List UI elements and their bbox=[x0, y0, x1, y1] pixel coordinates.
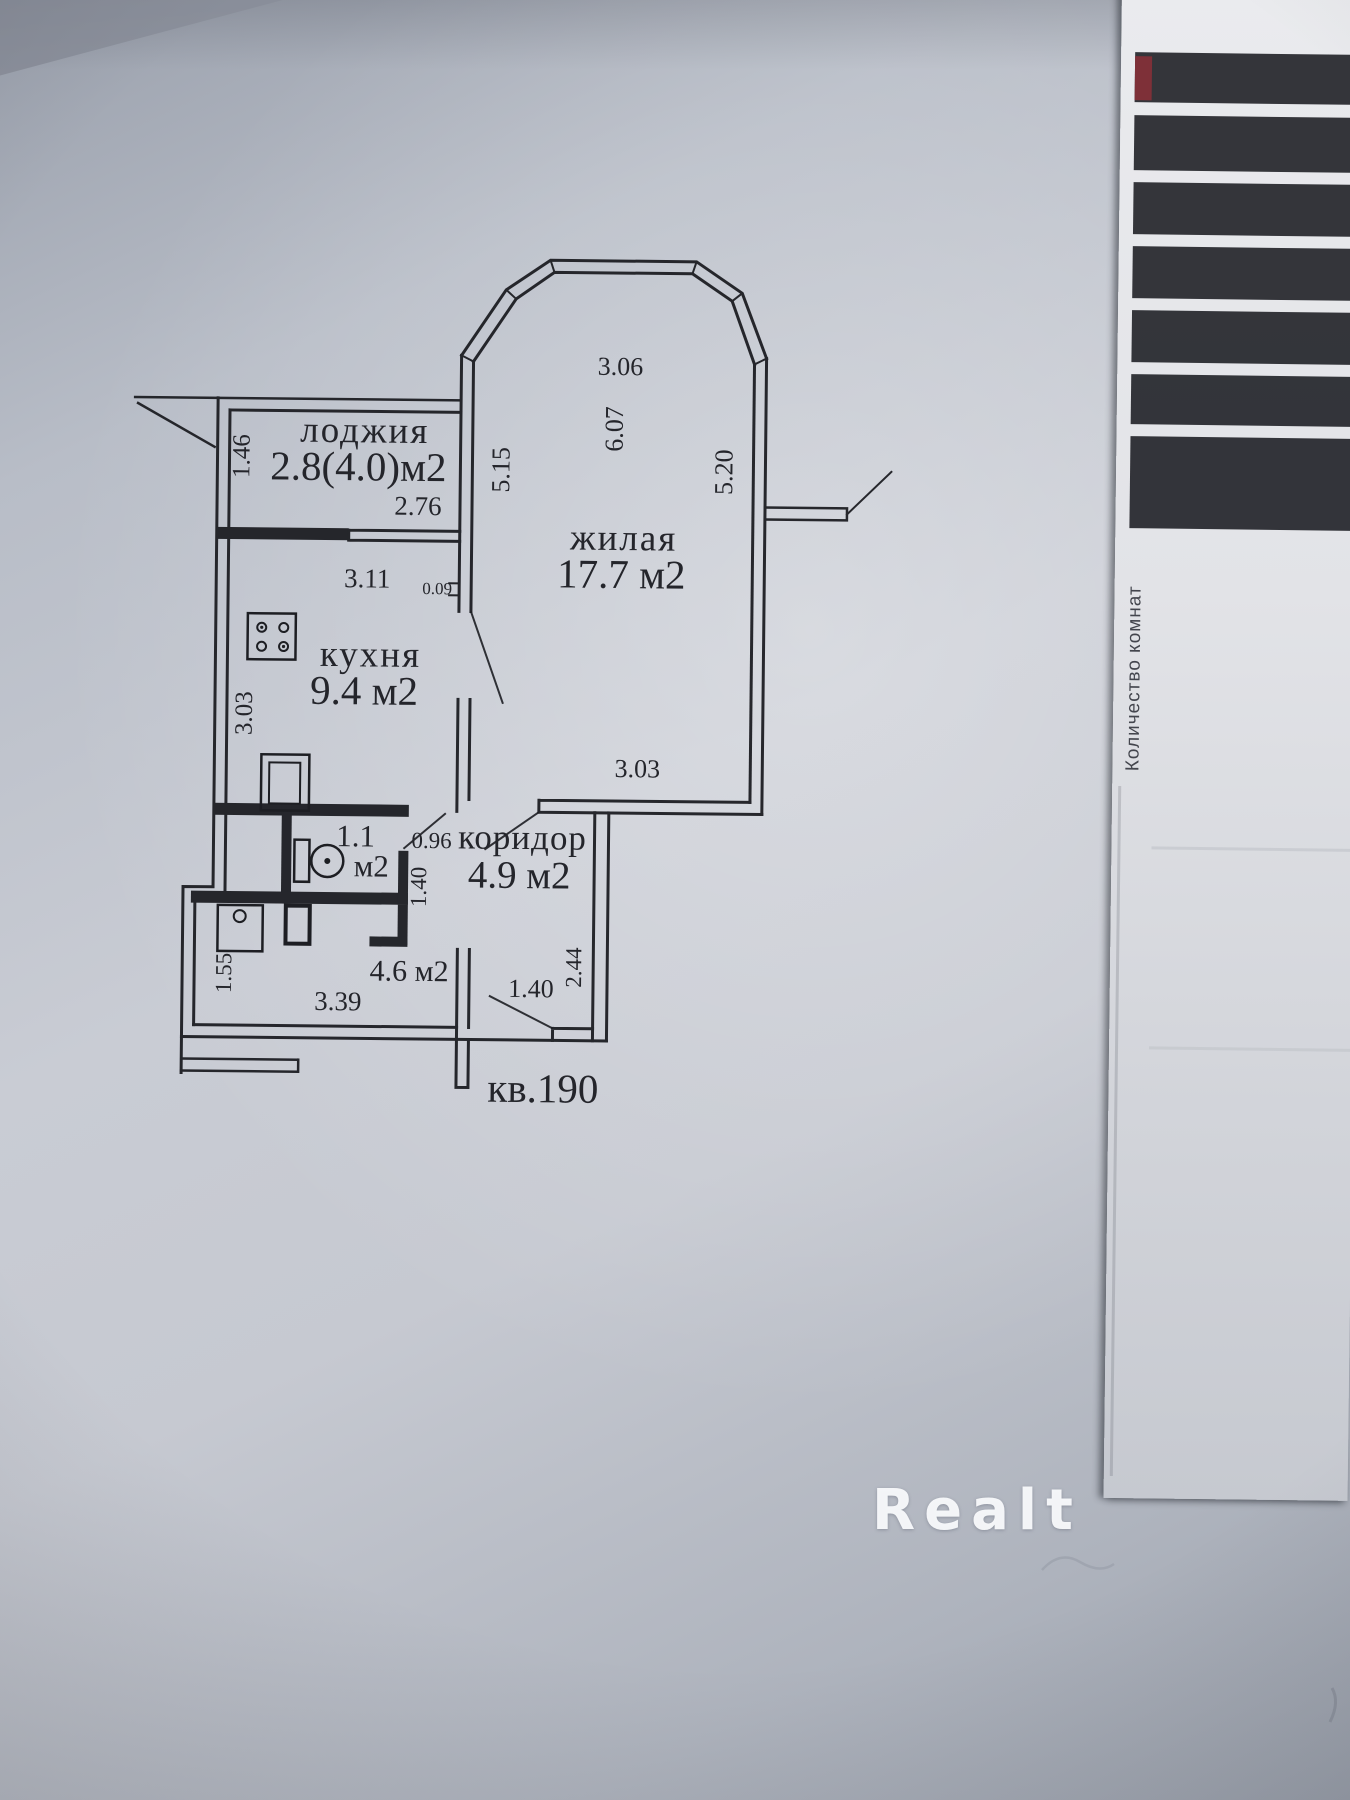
cabinet-icon bbox=[283, 903, 312, 946]
realt-watermark-logo: Realt bbox=[872, 1478, 1082, 1543]
room-area-kitchen: 9.4 м2 bbox=[310, 667, 418, 714]
room-area-living: 17.7 м2 bbox=[557, 550, 686, 597]
dim-entry-depth: 2.44 bbox=[561, 947, 586, 988]
dim-loggia-depth: 1.46 bbox=[228, 434, 255, 478]
room-area-bathroom-value: 1.1 bbox=[336, 818, 375, 853]
dim-loggia-window: 2.76 bbox=[394, 491, 442, 521]
dim-hall-left: 1.55 bbox=[211, 953, 236, 994]
pen-scribbles bbox=[1041, 1556, 1337, 1723]
sink-unit-icon bbox=[259, 753, 311, 813]
dim-living-bottom: 3.03 bbox=[614, 754, 660, 783]
room-label-loggia: лоджия bbox=[300, 410, 430, 452]
dim-living-left: 5.15 bbox=[486, 447, 515, 493]
floorplan: лоджия 2.8(4.0)м2 1.46 2.76 3.11 0.09 ку… bbox=[133, 258, 893, 1112]
walls bbox=[133, 258, 893, 1089]
dim-wall-gap: 0.09 bbox=[422, 579, 452, 598]
dim-corridor-opening: 0.96 bbox=[411, 828, 452, 853]
dim-corridor-width: 1.40 bbox=[406, 867, 431, 908]
dim-kitchen-left: 3.03 bbox=[231, 691, 258, 735]
room-area-loggia: 2.8(4.0)м2 bbox=[270, 442, 447, 490]
room-area-hall: 4.6 м2 bbox=[369, 954, 448, 988]
toilet-icon bbox=[292, 838, 345, 884]
dim-hall-bottom: 3.39 bbox=[314, 986, 362, 1016]
stove-icon bbox=[246, 611, 298, 661]
apartment-number: кв.190 bbox=[487, 1065, 599, 1112]
dim-entry-width: 1.40 bbox=[508, 974, 554, 1003]
door-swings bbox=[402, 611, 554, 1030]
room-area-bathroom-unit: м2 bbox=[354, 848, 389, 883]
washer-icon bbox=[216, 903, 265, 953]
labels: лоджия 2.8(4.0)м2 1.46 2.76 3.11 0.09 ку… bbox=[211, 352, 739, 1112]
dim-living-bay: 6.07 bbox=[600, 406, 629, 452]
dim-living-top: 3.06 bbox=[598, 352, 644, 381]
room-area-corridor: 4.9 м2 bbox=[468, 853, 571, 897]
dim-living-right: 5.20 bbox=[709, 449, 738, 495]
room-label-living: жилая bbox=[569, 518, 678, 560]
room-label-kitchen: кухня bbox=[320, 634, 422, 676]
room-label-corridor: коридор bbox=[458, 817, 587, 857]
dim-kitchen-top: 3.11 bbox=[344, 563, 391, 593]
